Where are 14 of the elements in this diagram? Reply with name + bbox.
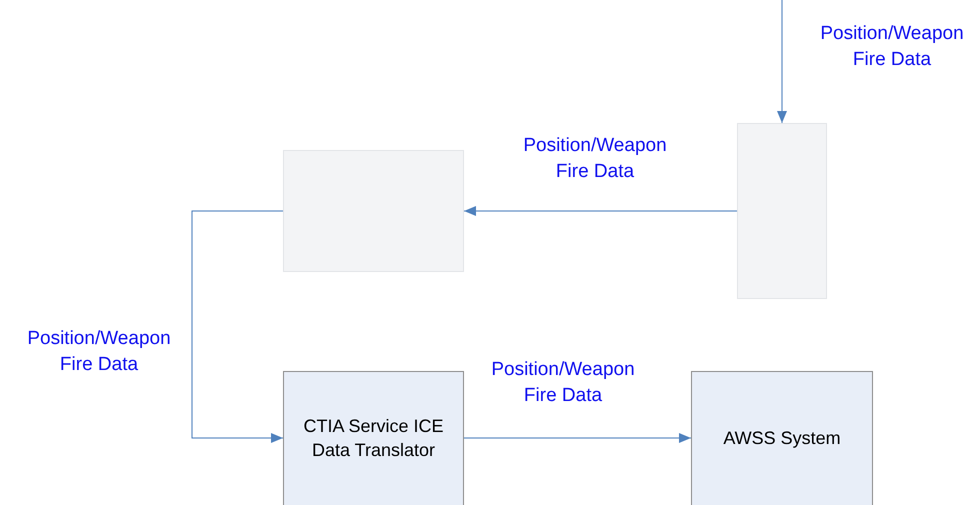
arrow bbox=[464, 206, 738, 216]
empty-box bbox=[737, 123, 827, 299]
edge-label: Position/Weapon Fire Data bbox=[26, 327, 172, 377]
process-box bbox=[691, 371, 873, 505]
edge-label: Position/Weapon Fire Data bbox=[522, 134, 668, 184]
box-label: AWSS System bbox=[723, 427, 841, 450]
edge-label: Position/Weapon Fire Data bbox=[490, 358, 636, 408]
process-box bbox=[283, 371, 464, 505]
empty-box bbox=[283, 150, 464, 272]
edge-label: Position/Weapon Fire Data bbox=[819, 22, 965, 72]
arrow bbox=[192, 210, 284, 443]
arrow bbox=[464, 433, 692, 443]
box-label: CTIA Service ICE Data Translator bbox=[302, 415, 445, 462]
arrow bbox=[777, 0, 787, 124]
